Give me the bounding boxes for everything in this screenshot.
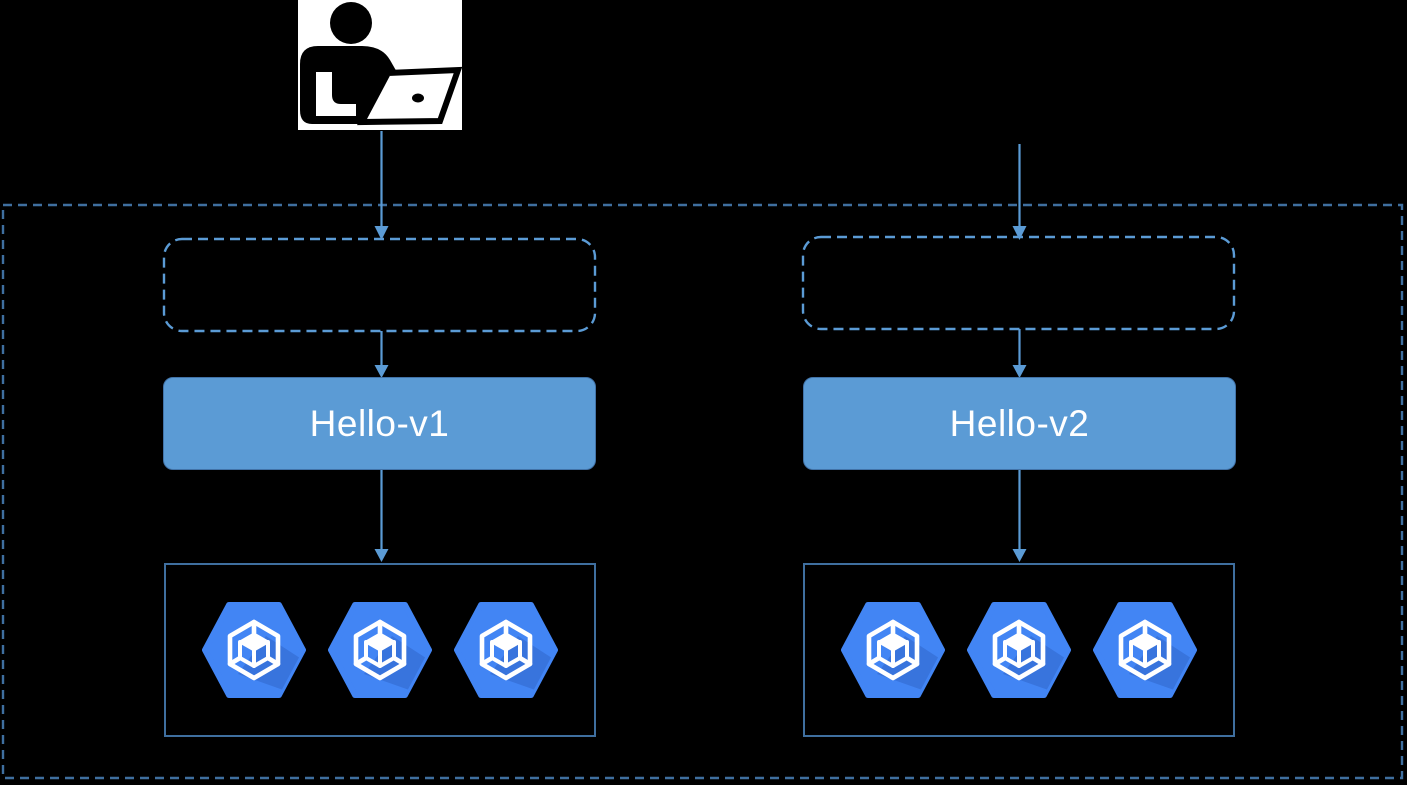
arrow-service-to-pods-v2: [1012, 470, 1027, 562]
service-label-v1: Hello-v1: [309, 402, 450, 444]
service-box-hello-v1: Hello-v1: [163, 377, 596, 470]
pod-hexagon-icon: [328, 602, 432, 698]
service-label-v2: Hello-v2: [949, 402, 1090, 444]
entry-box-v2: [801, 235, 1236, 331]
pod-hexagon-icon: [1093, 602, 1197, 698]
pods-box-v1: [164, 563, 596, 737]
arrow-service-to-pods-v1: [374, 470, 389, 562]
entry-box-v1: [162, 237, 597, 333]
user-at-laptop-icon: [298, 0, 463, 130]
pods-box-v2: [803, 563, 1235, 737]
pod-hexagon-icon: [202, 602, 306, 698]
arrow-user-to-entry-v1: [374, 131, 389, 240]
arrow-to-entry-v2: [1012, 144, 1027, 240]
pod-hexagon-icon: [841, 602, 945, 698]
pod-hexagon-icon: [454, 602, 558, 698]
arrow-entry-to-service-v2: [1012, 329, 1027, 378]
pod-hexagon-icon: [967, 602, 1071, 698]
service-box-hello-v2: Hello-v2: [803, 377, 1236, 470]
arrow-entry-to-service-v1: [374, 331, 389, 378]
